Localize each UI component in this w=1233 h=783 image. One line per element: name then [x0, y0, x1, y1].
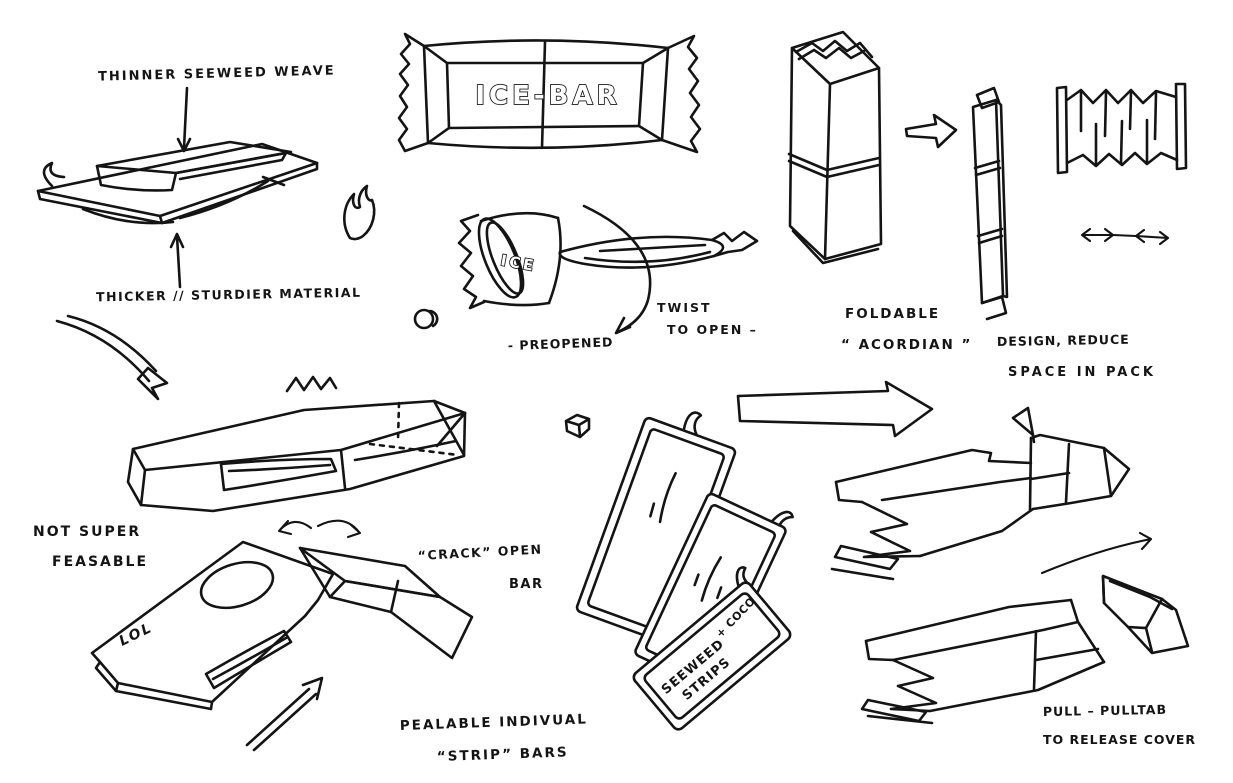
folded-strip-sketch [971, 86, 1009, 321]
circle-doodle [413, 308, 435, 330]
tray-sketch [36, 140, 319, 225]
flame-icon [343, 184, 376, 241]
thinner-note: THINNER SEEWEED WEAVE [98, 63, 336, 84]
foldable-note-line2: “ ACORDIAN ” [841, 337, 972, 353]
pulltab-bar-1-sketch [830, 406, 1131, 581]
transform-arrow-icon [904, 113, 958, 149]
thicker-annotation-arrow [169, 232, 185, 289]
ice-partial-label: ICE [499, 251, 537, 275]
accordion-sketch [1055, 82, 1188, 175]
feasable-note-line2: FEASABLE [52, 554, 148, 570]
ice-bar-wrapper-sketch [397, 32, 702, 154]
cube-doodle [564, 413, 591, 439]
preopened-note: - PREOPENED [508, 334, 614, 353]
pulltab-bar-2-sketch [860, 574, 1190, 725]
twist-note-line1: TWIST [657, 300, 712, 315]
foldable-prism-sketch [787, 30, 883, 265]
strip-packets-sketch: SEEWEED STRIPS + COCO [564, 411, 794, 731]
crack-open-sketch [90, 540, 474, 711]
thicker-note: THICKER // STURDIER MATERIAL [96, 285, 362, 305]
foldable-note-line4: SPACE IN PACK [1008, 365, 1156, 380]
curved-arrow-down-right [55, 314, 169, 401]
direction-arrow-icon [736, 380, 934, 438]
pealable-note-line2: “STRIP” BARS [437, 744, 569, 765]
crack-swap-arrows [277, 519, 362, 539]
detached-cap [1101, 574, 1190, 655]
product-name-label: ICE-BAR [475, 81, 620, 111]
foldable-note-line1: FOLDABLE [845, 306, 940, 322]
twist-open-sketch [413, 211, 759, 330]
twist-note-line2: TO OPEN – [667, 322, 758, 337]
feasable-note-line1: NOT SUPER [33, 524, 141, 540]
pulltab-note-line2: TO RELEASE COVER [1043, 732, 1196, 747]
pealable-note-line1: PEALABLE INDIVUAL [400, 711, 588, 734]
long-box-sketch [126, 375, 467, 513]
compress-arrows-icon [1080, 227, 1170, 246]
pulltab-note-line1: PULL – PULLTAB [1043, 702, 1167, 719]
pulltab-small-arrow [1040, 531, 1153, 575]
lol-note: LOL [117, 620, 156, 650]
crack-outline-arrow [245, 676, 324, 752]
strip-packet-front: SEEWEED STRIPS + COCO [632, 566, 792, 731]
foldable-note-line3: DESIGN, REDUCE [997, 332, 1130, 349]
crack-note-line2: BAR [509, 577, 543, 592]
crack-note-line1: “CRACK” OPEN [417, 541, 543, 563]
squiggle-doodle [285, 375, 338, 393]
thinner-annotation-arrow [176, 86, 192, 153]
twist-curved-arrow [582, 204, 652, 335]
